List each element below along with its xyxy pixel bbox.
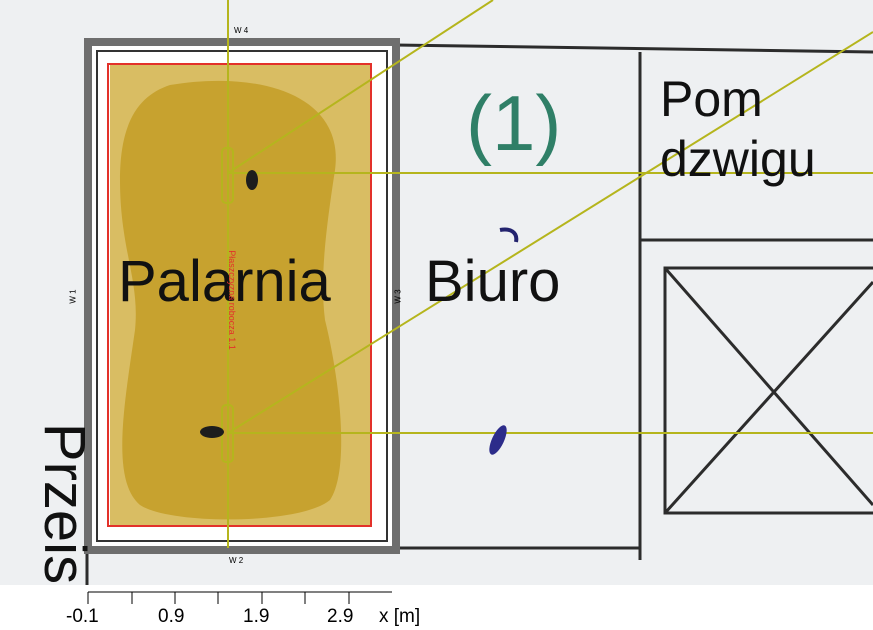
scale-tick-label: 0.9 (158, 606, 185, 627)
ink-mark (200, 426, 224, 438)
room-name-biuro: Biuro (425, 249, 561, 314)
side-text: Przeis (32, 422, 98, 585)
room-number: (1) (466, 79, 562, 167)
scale-unit-label: x [m] (379, 606, 421, 627)
pom-label-line1: Pom (660, 71, 763, 127)
wall-label-left: W 1 (68, 289, 78, 304)
scale-tick-label: -0.1 (66, 606, 99, 627)
pom-label-line2: dzwigu (660, 131, 816, 187)
luminaire-lines (221, 0, 873, 548)
illuminance-zone-inner (120, 80, 342, 520)
scale-tick-label: 2.9 (327, 606, 354, 627)
ink-mark (246, 170, 258, 190)
room-inner-outline (96, 50, 388, 542)
room-name-palarnia: Palarnia (118, 249, 331, 314)
wall-label-top: W 4 (234, 26, 249, 35)
work-plane-outline (107, 63, 372, 527)
wall-label-bottom: W 2 (229, 556, 244, 565)
scale-tick-label: 1.9 (243, 606, 270, 627)
blueprint-walls (85, 43, 873, 585)
ink-mark (499, 227, 519, 243)
ink-mark (489, 425, 507, 455)
wall-label-right: W 3 (393, 289, 403, 304)
work-plane-label: Płaszczyzna robocza 1.1 (226, 250, 237, 350)
scale-bar (87, 591, 392, 604)
